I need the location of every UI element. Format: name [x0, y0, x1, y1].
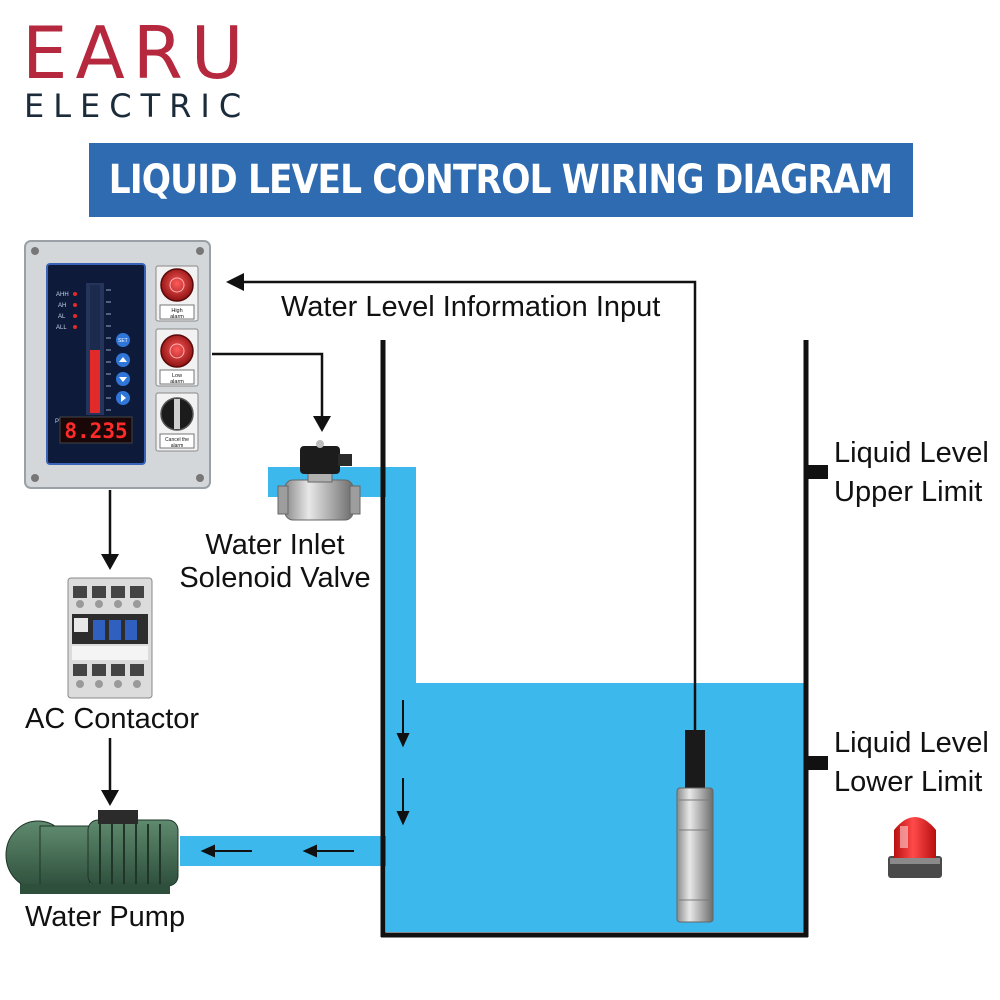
set-button: [116, 333, 130, 347]
lower-limit-label-line1: Liquid Level: [834, 727, 989, 759]
upper-limit-label-line1: Liquid Level: [834, 437, 989, 469]
scale-label-ah: AH: [58, 303, 66, 309]
alarm-beacon-icon: [888, 817, 942, 878]
scale-label-al: AL: [58, 314, 66, 320]
solenoid-valve-icon: [277, 440, 361, 521]
brand-logo-name: EARU: [22, 11, 252, 95]
contactor-control-arrow: [101, 554, 119, 570]
valve-control-line: [212, 352, 324, 418]
tank-water: [386, 683, 804, 932]
high-alarm-label-2: alarm: [170, 314, 184, 320]
info-input-label: Water Level Information Input: [281, 291, 661, 323]
level-sensor-probe-icon: [676, 730, 714, 923]
tank-walls: [380, 340, 809, 938]
info-input-arrow: [226, 273, 244, 291]
low-alarm-label-1: Low: [172, 373, 182, 379]
scale-label-ahh: AHH: [56, 292, 69, 298]
pump-label: Water Pump: [25, 901, 186, 933]
upper-limit-label-line2: Upper Limit: [834, 476, 983, 508]
title-banner: LIQUID LEVEL CONTROL WIRING DIAGRAM: [89, 143, 913, 217]
valve-control-arrow: [313, 416, 331, 432]
scale-label-all: ALL: [56, 325, 67, 331]
cancel-alarm-label-1: Cancel the: [165, 437, 189, 443]
valve-label-line1: Water Inlet: [205, 529, 345, 561]
high-alarm-label-1: High: [171, 308, 182, 314]
water-pump-icon: [5, 810, 179, 894]
pv-label: PV: [55, 419, 63, 425]
upper-limit-marker: [806, 465, 828, 479]
contactor-label: AC Contactor: [25, 703, 200, 735]
flow-arrows-down: [396, 700, 410, 826]
lower-limit-label-line2: Lower Limit: [834, 766, 983, 798]
controller-panel: AHH AH AL ALL SET PV 8.235 High alarm Lo…: [24, 240, 211, 489]
ac-contactor-icon: [67, 577, 153, 699]
cancel-alarm-label-2: alarm: [171, 443, 184, 449]
set-button-label: SET: [118, 338, 128, 344]
inlet-channel-vertical: [386, 467, 416, 685]
level-display-value: 8.235: [64, 419, 127, 443]
pump-control-arrow: [101, 790, 119, 806]
flow-arrows-left: [200, 844, 354, 858]
valve-label-line2: Solenoid Valve: [179, 562, 371, 594]
info-input-line: [238, 280, 697, 730]
lower-limit-marker: [806, 756, 828, 770]
diagram-title: LIQUID LEVEL CONTROL WIRING DIAGRAM: [109, 157, 893, 203]
low-alarm-label-2: alarm: [170, 379, 184, 385]
brand-logo-sub: ELECTRIC: [24, 87, 251, 125]
